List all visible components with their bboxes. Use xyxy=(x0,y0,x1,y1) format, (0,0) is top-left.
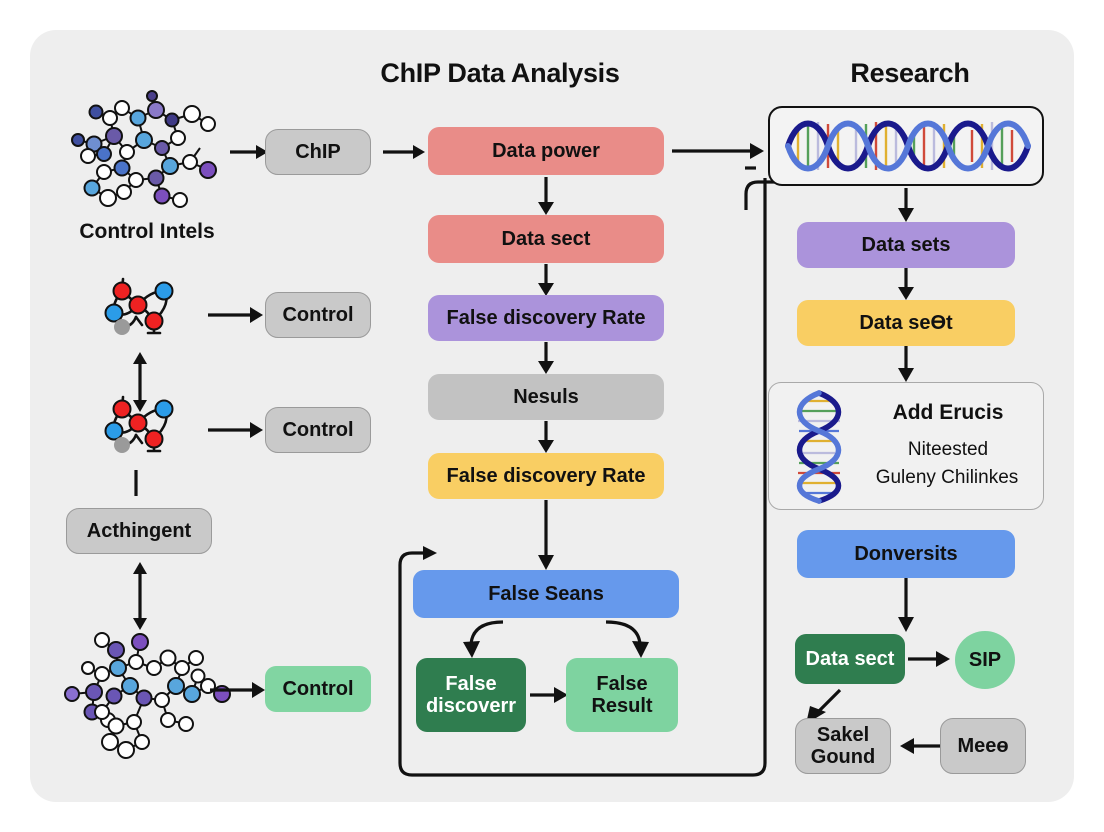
step-false-seans[interactable]: False Seans xyxy=(413,570,679,618)
arrow-donversits-to-datasect xyxy=(894,578,918,632)
right-data-sect[interactable]: Data sect xyxy=(795,634,905,684)
right-sakel-gound[interactable]: Sakel Gound xyxy=(795,718,891,774)
control-button-1[interactable]: Control xyxy=(265,292,371,338)
arrow-datasets-to-dataseet xyxy=(894,268,918,300)
arrow-step3-step4 xyxy=(534,342,558,374)
double-arrow-acthingent xyxy=(128,562,152,630)
right-meeo[interactable]: Meeɵ xyxy=(940,718,1026,774)
step-nesuls[interactable]: Nesuls xyxy=(428,374,664,420)
molecule-network-icon-top xyxy=(52,90,242,217)
right-data-seet[interactable]: Data seƟt xyxy=(797,300,1015,346)
right-donversits[interactable]: Donversits xyxy=(797,530,1015,578)
sakel-gound-line1: Sakel xyxy=(816,723,870,746)
arrow-dataseet-to-card xyxy=(894,346,918,382)
curved-arrow-to-false-discoverr xyxy=(455,618,515,660)
group-connector-path xyxy=(390,166,767,783)
connector-tick xyxy=(132,470,140,498)
step-data-sect[interactable]: Data sect xyxy=(428,215,664,263)
arrow-step5-step6 xyxy=(534,500,558,570)
right-sip-node[interactable]: SIP xyxy=(955,631,1015,689)
arrow-datasect-to-sip xyxy=(908,647,950,671)
arrow-chip-to-datapower xyxy=(383,140,425,164)
connector-from-dna xyxy=(718,170,778,210)
curved-arrow-to-false-result xyxy=(600,618,660,660)
card-line2: Guleny Chilinkes xyxy=(875,467,1019,488)
arrow-datapower-to-dna xyxy=(672,139,764,163)
arrow-molecule-to-chip xyxy=(230,140,268,164)
arrow-molecule2-to-control2 xyxy=(208,418,263,442)
arrow-meeo-to-sakel xyxy=(898,734,946,758)
chip-button[interactable]: ChIP xyxy=(265,129,371,175)
double-arrow-molecules xyxy=(128,352,152,412)
arrow-molecule1-to-control1 xyxy=(208,303,263,327)
molecule-small-icon-2 xyxy=(92,393,202,473)
control-button-green[interactable]: Control xyxy=(265,666,371,712)
column-header-right: Research xyxy=(850,58,970,88)
dna-helix-vertical-icon xyxy=(787,390,853,504)
control-button-2[interactable]: Control xyxy=(265,407,371,453)
molecule-small-icon-1 xyxy=(92,275,202,355)
card-line1: Niteested xyxy=(907,439,989,460)
sakel-gound-line2: Gound xyxy=(810,746,876,768)
arrow-discoverr-to-result xyxy=(530,683,568,707)
card-title: Add Erucis xyxy=(892,401,1004,424)
right-data-sets[interactable]: Data sets xyxy=(797,222,1015,268)
column-header-middle: ChIP Data Analysis xyxy=(380,58,620,88)
sub-false-discoverr[interactable]: False discoverr xyxy=(416,658,526,732)
step-false-discovery-rate-yellow[interactable]: False discovery Rate xyxy=(428,453,664,499)
dna-banner-card xyxy=(768,106,1044,186)
sub-false-result[interactable]: False Result xyxy=(566,658,678,732)
arrow-molecule-bottom-to-control xyxy=(210,678,265,702)
molecule-top-label: Control Intels xyxy=(79,220,215,243)
arrow-step1-step2 xyxy=(534,177,558,215)
arrow-dna-to-datasets xyxy=(894,188,918,222)
add-erucis-card: Add Erucis Niteested Guleny Chilinkes xyxy=(768,382,1044,510)
step-data-power[interactable]: Data power xyxy=(428,127,664,175)
arrow-step2-step3 xyxy=(534,264,558,296)
step-false-discovery-rate-purple[interactable]: False discovery Rate xyxy=(428,295,664,341)
acthingent-button[interactable]: Acthingent xyxy=(66,508,212,554)
molecule-network-icon-bottom xyxy=(58,628,234,763)
arrow-step4-step5 xyxy=(534,421,558,453)
